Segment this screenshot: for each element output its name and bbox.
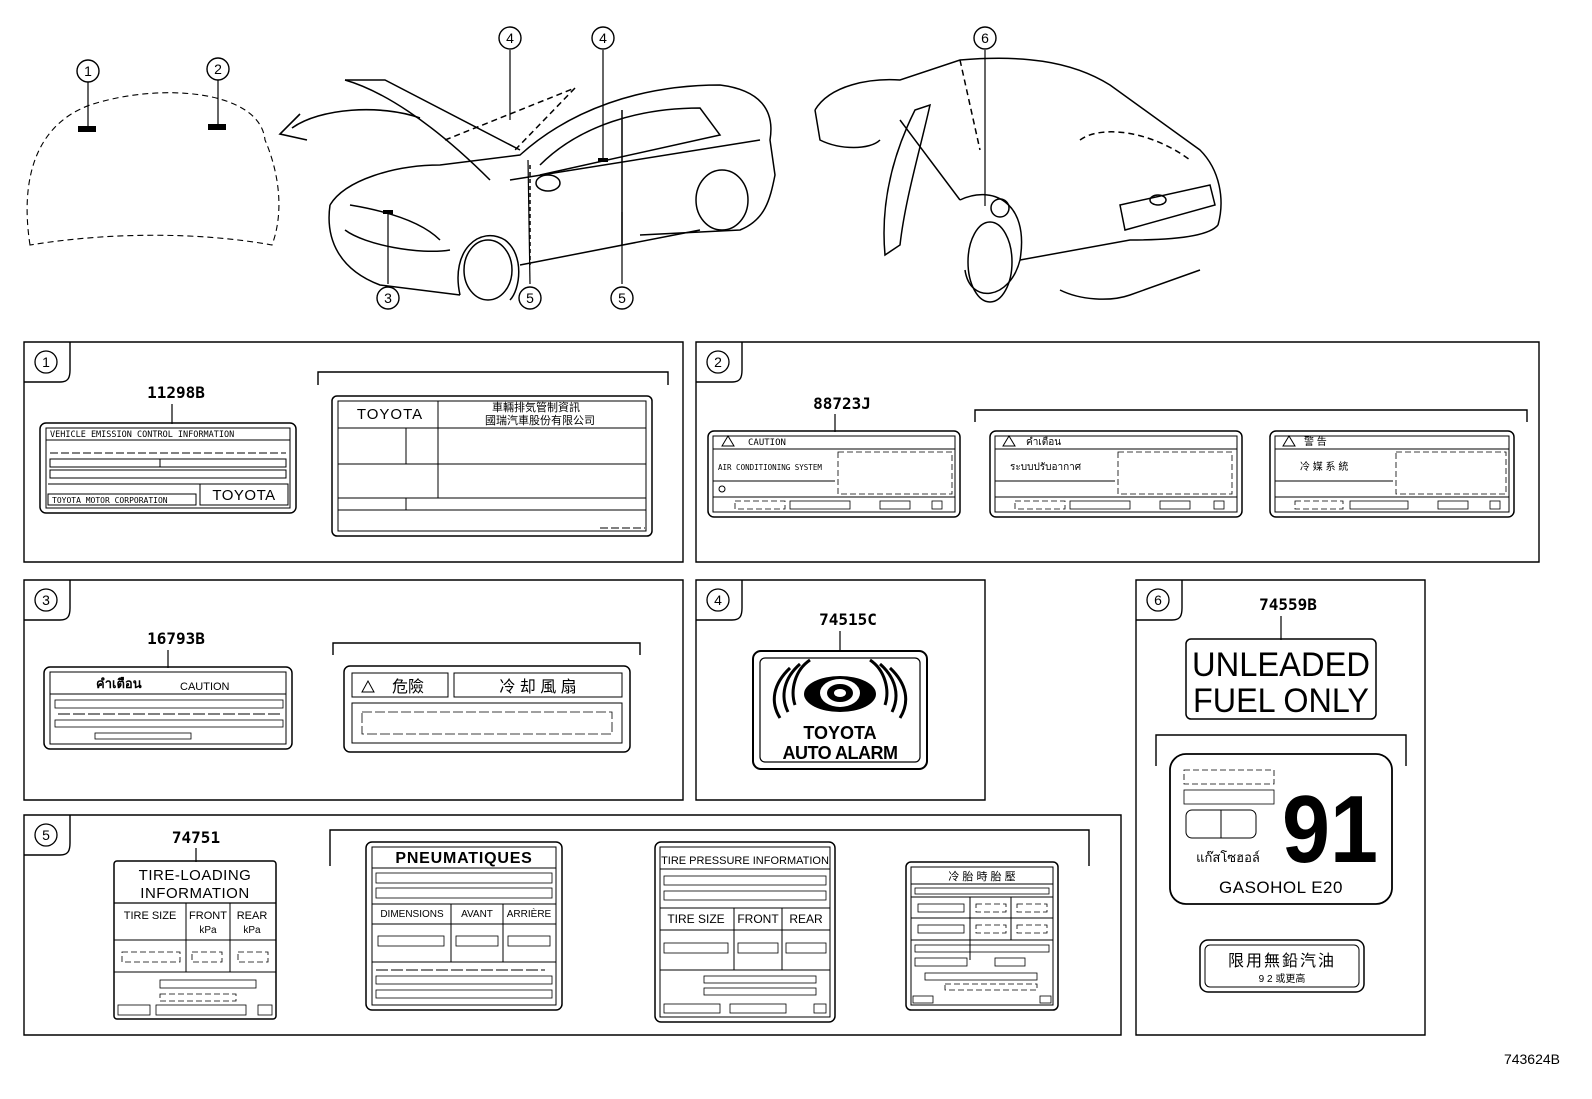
part-number-74751: 74751 xyxy=(172,828,220,847)
part-number-88723J: 88723J xyxy=(813,394,871,413)
svg-text:冷 媒 系 統: 冷 媒 系 統 xyxy=(1300,460,1348,473)
figure-id: 743624B xyxy=(1504,1051,1560,1067)
panel-1: 1 11298B VEHICLE EMISSION CONTROL INFORM… xyxy=(23,341,684,563)
hood-drawing xyxy=(26,80,280,246)
svg-text:TIRE SIZE: TIRE SIZE xyxy=(667,912,724,926)
panel-3: 3 16793B คำเตือน CAUTION 危險 冷 却 風 扇 xyxy=(23,579,684,801)
label-marker-1 xyxy=(78,126,96,132)
ac-caution-label-cn: 警 告 冷 媒 系 統 xyxy=(1269,430,1515,518)
callout-3: 3 xyxy=(376,286,400,310)
callout-1: 1 xyxy=(76,59,100,83)
arrow-icon xyxy=(278,108,421,141)
panel-4: 4 74515C TOYOTA AUTO ALARM xyxy=(695,579,986,801)
svg-text:1: 1 xyxy=(84,63,92,79)
tire-pressure-label-cn: 冷 胎 時 胎 壓 xyxy=(905,861,1059,1011)
svg-text:REAR: REAR xyxy=(237,910,268,922)
part-number-11298B: 11298B xyxy=(147,383,205,402)
svg-text:4: 4 xyxy=(714,592,722,608)
svg-text:3: 3 xyxy=(42,592,50,608)
svg-text:5: 5 xyxy=(42,827,50,843)
svg-text:限用無鉛汽油: 限用無鉛汽油 xyxy=(1228,952,1336,970)
svg-text:2: 2 xyxy=(214,61,222,77)
tire-pressure-label: TIRE PRESSURE INFORMATION TIRE SIZE FRON… xyxy=(654,841,836,1023)
fan-danger-label-cn: 危險 冷 却 風 扇 xyxy=(343,665,631,753)
part-number-74559B: 74559B xyxy=(1259,595,1317,614)
svg-text:แก๊สโซฮอล์: แก๊สโซฮอล์ xyxy=(1196,850,1260,865)
svg-text:FUEL ONLY: FUEL ONLY xyxy=(1193,682,1369,720)
part-number-16793B: 16793B xyxy=(147,629,205,648)
svg-text:FRONT: FRONT xyxy=(737,912,779,926)
callout-2: 2 xyxy=(206,57,230,81)
auto-alarm-label: TOYOTA AUTO ALARM xyxy=(752,650,928,770)
svg-text:CAUTION: CAUTION xyxy=(748,438,786,448)
svg-text:FRONT: FRONT xyxy=(189,910,227,922)
svg-text:ARRIÈRE: ARRIÈRE xyxy=(507,907,552,920)
ac-caution-label-th: คำเตือน ระบบปรับอากาศ xyxy=(989,430,1243,518)
pneumatiques-label: PNEUMATIQUES DIMENSIONS AVANT ARRIÈRE xyxy=(365,841,563,1011)
alarm-icon xyxy=(772,658,908,719)
fan-caution-label-th: คำเตือน CAUTION xyxy=(43,666,293,750)
svg-text:冷 胎 時 胎 壓: 冷 胎 時 胎 壓 xyxy=(948,869,1015,883)
svg-text:5: 5 xyxy=(526,290,534,306)
svg-text:PNEUMATIQUES: PNEUMATIQUES xyxy=(395,850,532,867)
svg-text:UNLEADED: UNLEADED xyxy=(1192,646,1370,684)
svg-text:TOYOTA: TOYOTA xyxy=(803,723,876,743)
panel-2: 2 88723J CAUTION AIR CONDITIONING SYSTEM xyxy=(695,341,1540,563)
svg-text:AUTO ALARM: AUTO ALARM xyxy=(783,743,898,763)
svg-text:TOYOTA: TOYOTA xyxy=(357,406,423,423)
svg-text:6: 6 xyxy=(1154,592,1162,608)
car-front-drawing xyxy=(328,79,776,301)
svg-text:2: 2 xyxy=(714,354,722,370)
octane-number: 91 xyxy=(1282,776,1378,883)
callout-6: 6 xyxy=(973,26,997,50)
panel-1-num: 1 xyxy=(42,354,50,370)
svg-text:TIRE-LOADING: TIRE-LOADING xyxy=(139,867,252,884)
svg-text:警 告: 警 告 xyxy=(1304,435,1327,448)
callout-4b: 4 xyxy=(591,26,615,50)
unleaded-label-cn: 限用無鉛汽油 9 2 或更高 xyxy=(1199,939,1365,993)
svg-text:TOYOTA MOTOR CORPORATION: TOYOTA MOTOR CORPORATION xyxy=(52,496,168,505)
svg-text:AIR CONDITIONING SYSTEM: AIR CONDITIONING SYSTEM xyxy=(718,463,822,472)
panel-5: 5 74751 TIRE-LOADING INFORMATION TIRE SI… xyxy=(23,814,1122,1036)
svg-text:DIMENSIONS: DIMENSIONS xyxy=(380,909,444,920)
svg-text:คำเตือน: คำเตือน xyxy=(1026,436,1061,448)
svg-text:คำเตือน: คำเตือน xyxy=(96,676,142,691)
callout-5b: 5 xyxy=(610,286,634,310)
svg-text:4: 4 xyxy=(506,30,514,46)
svg-text:kPa: kPa xyxy=(199,925,217,936)
panel-6: 6 74559B UNLEADED FUEL ONLY 91 แก๊สโซฮอล… xyxy=(1135,579,1426,1036)
svg-text:3: 3 xyxy=(384,290,392,306)
callout-4a: 4 xyxy=(498,26,522,50)
svg-text:ระบบปรับอากาศ: ระบบปรับอากาศ xyxy=(1010,462,1082,473)
svg-text:6: 6 xyxy=(981,30,989,46)
svg-text:危險: 危險 xyxy=(392,678,424,696)
tire-loading-label: TIRE-LOADING INFORMATION TIRE SIZE FRONT… xyxy=(113,860,277,1020)
svg-text:車輛排気管制資訊: 車輛排気管制資訊 xyxy=(492,400,580,414)
svg-text:REAR: REAR xyxy=(789,912,823,926)
svg-text:5: 5 xyxy=(618,290,626,306)
svg-text:TOYOTA: TOYOTA xyxy=(212,487,275,504)
svg-text:kPa: kPa xyxy=(243,925,261,936)
taiwan-emission-label xyxy=(331,395,653,537)
svg-text:國瑞汽車股份有限公司: 國瑞汽車股份有限公司 xyxy=(485,413,595,427)
svg-text:CAUTION: CAUTION xyxy=(180,681,230,693)
ac-caution-label-en: CAUTION AIR CONDITIONING SYSTEM xyxy=(707,430,961,518)
svg-text:AVANT: AVANT xyxy=(461,909,493,920)
unleaded-fuel-label: UNLEADED FUEL ONLY xyxy=(1185,638,1377,720)
label-marker-2 xyxy=(208,124,226,130)
callout-5a: 5 xyxy=(518,286,542,310)
emission-label xyxy=(39,422,297,514)
car-rear-drawing xyxy=(814,57,1222,303)
svg-text:VEHICLE EMISSION CONTROL INFOR: VEHICLE EMISSION CONTROL INFORMATION xyxy=(50,430,234,440)
svg-text:TIRE SIZE: TIRE SIZE xyxy=(124,910,177,922)
part-number-74515C: 74515C xyxy=(819,610,877,629)
svg-text:4: 4 xyxy=(599,30,607,46)
svg-text:INFORMATION: INFORMATION xyxy=(140,885,249,902)
svg-text:冷 却 風 扇: 冷 却 風 扇 xyxy=(499,678,576,696)
svg-text:TIRE PRESSURE INFORMATION: TIRE PRESSURE INFORMATION xyxy=(661,855,829,867)
svg-text:GASOHOL E20: GASOHOL E20 xyxy=(1219,878,1343,897)
svg-text:9 2 或更高: 9 2 或更高 xyxy=(1259,972,1306,985)
gasohol-e20-label: 91 แก๊สโซฮอล์ GASOHOL E20 xyxy=(1169,753,1393,905)
